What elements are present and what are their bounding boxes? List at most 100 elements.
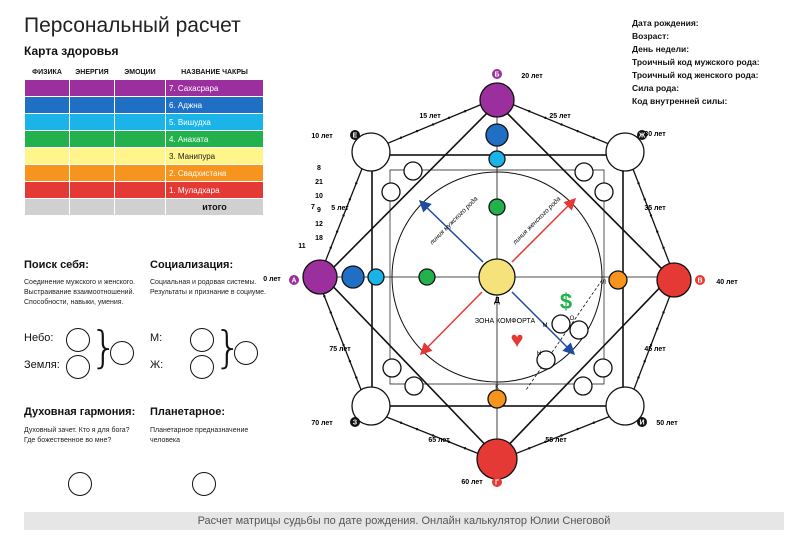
age-label: 50 лет: [656, 420, 678, 427]
age-tick: [447, 116, 451, 120]
inner-circle-bl2: [404, 376, 424, 396]
letter-i: И: [639, 420, 644, 427]
age-label: 25 лет: [549, 113, 571, 120]
section-planetary-desc: Планетарное предназначение человека: [150, 427, 249, 444]
side-number: 11: [298, 243, 306, 250]
male-label: М:: [150, 332, 163, 344]
age-label: 10 лет: [311, 133, 333, 140]
chakra-cell: [115, 97, 165, 113]
chakra-name: 1. Муладхара: [166, 182, 263, 198]
letter-o: О: [570, 316, 575, 322]
letter-b: Б: [494, 72, 499, 79]
chakra-cell: [70, 131, 114, 147]
earth-label: Земля:: [24, 359, 60, 371]
vishuddha-top-circle: [488, 150, 506, 168]
ajna-left-circle: [341, 265, 365, 289]
chakra-cell: [115, 114, 165, 130]
inner-circle-br2: [573, 376, 593, 396]
inner-square: [389, 169, 605, 385]
chakra-cell: [25, 114, 69, 130]
letter-g: Г: [495, 480, 499, 487]
age-tick: [544, 116, 547, 120]
side-number: 12: [315, 221, 323, 228]
letter-n: Н: [537, 351, 541, 357]
chakra-cell: [115, 80, 165, 96]
chakra-cell: [25, 182, 69, 198]
chakra-cell: [70, 80, 114, 96]
letter-badge: [637, 130, 647, 140]
age-label: 40 лет: [716, 279, 738, 286]
age-tick: [592, 136, 595, 139]
age-tick: [560, 434, 563, 437]
anahata-left-circle: [418, 268, 436, 286]
female-line-arrow: [511, 197, 577, 263]
inner-circle-tl2: [381, 182, 401, 202]
age-label: 60 лет: [461, 479, 483, 486]
corner-circle-e: [351, 132, 391, 172]
muladhara-right-circle: [656, 262, 692, 298]
chakra-row: 7. Сахасрара: [25, 80, 263, 96]
info-block: Дата рождения: Возраст: День недели: Тро…: [632, 17, 760, 108]
letter-z: З: [353, 420, 358, 427]
chakra-table: ФИЗИКА ЭНЕРГИЯ ЭМОЦИИ НАЗВАНИЕ ЧАКРЫ 7. …: [24, 64, 264, 216]
age-tick: [637, 376, 640, 379]
chakra-cell: [70, 165, 114, 181]
chakra-cell: [115, 165, 165, 181]
chakra-cell: [115, 182, 165, 198]
age-tick: [637, 182, 640, 185]
age-tick: [355, 182, 358, 185]
chakra-name: 4. Анахата: [166, 131, 263, 147]
money-circle-3: [536, 350, 556, 370]
letter-e: Е: [353, 133, 358, 140]
female-label: Ж:: [150, 359, 164, 371]
age-tick: [415, 427, 419, 431]
age-tick: [662, 246, 665, 249]
age-tick: [323, 295, 326, 298]
letter-badge: [492, 477, 502, 487]
planetary-circle: [192, 472, 216, 496]
age-tick: [348, 198, 352, 201]
age-tick: [342, 343, 345, 347]
female-code-label: Троичный код женского рода:: [632, 70, 759, 80]
age-tick: [649, 214, 653, 217]
chakra-cell: [70, 182, 114, 198]
age-tick: [643, 198, 646, 201]
age-tick: [662, 311, 665, 314]
age-label: 70 лет: [311, 420, 333, 427]
letter-m: М: [543, 323, 548, 329]
age-label: 35 лет: [644, 205, 666, 212]
svadhisthana-right-circle: [608, 270, 628, 290]
inner-circle-tr: [574, 162, 594, 182]
col-energy: ЭНЕРГИЯ: [75, 68, 109, 76]
sky-circle: [66, 328, 90, 352]
age-tick: [656, 230, 659, 233]
section-spiritual-desc: Духовный зачет. Кто я для бога? Где боже…: [24, 427, 130, 444]
letter-badge: [492, 69, 502, 79]
age-tick: [463, 110, 467, 113]
age-tick: [355, 376, 358, 379]
corner-circle-i: [605, 386, 645, 426]
age-tick: [399, 421, 403, 424]
letter-l: Л: [602, 280, 606, 286]
inner-circle-tr2: [594, 182, 614, 202]
inner-circle-tl: [403, 161, 423, 181]
total-cell: [115, 199, 165, 215]
age-tick: [348, 360, 352, 363]
age-tick: [415, 129, 419, 133]
sahasrara-top-circle: [479, 82, 515, 118]
section-spiritual-title: Духовная гармония:: [24, 406, 136, 418]
chakra-cell: [115, 148, 165, 164]
spiritual-circle: [68, 472, 92, 496]
col-chakra-name: НАЗВАНИЕ ЧАКРЫ: [181, 68, 248, 76]
page-subtitle: Карта здоровья: [24, 44, 119, 58]
chakra-cell: [25, 97, 69, 113]
male-code-label: Троичный код мужского рода:: [632, 57, 760, 67]
side-number: 8: [317, 165, 321, 172]
letter-k: К: [495, 385, 499, 391]
center-circle: [478, 258, 516, 296]
age-label: Возраст:: [632, 31, 670, 41]
age-tick: [335, 230, 339, 233]
chakra-row: 3. Манипура: [25, 148, 263, 164]
age-label: 45 лет: [644, 346, 666, 353]
